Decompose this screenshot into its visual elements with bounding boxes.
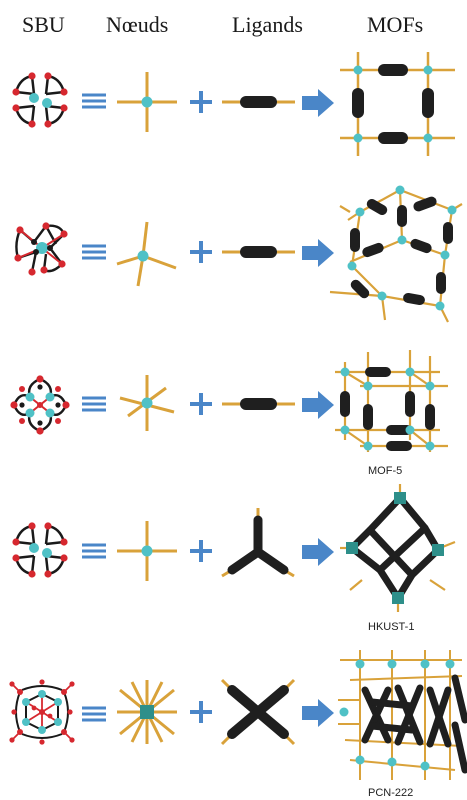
equals-sign: [82, 244, 106, 260]
mof-csq-net: [338, 650, 467, 780]
row-tetratopic: PCN-222: [9, 650, 467, 799]
plus-sign: [190, 701, 212, 723]
row-square: [12, 52, 455, 156]
ligand-tetratopic: [220, 678, 296, 746]
header-mofs: MOFs: [367, 12, 424, 37]
caption-pcn-222: PCN-222: [368, 787, 413, 799]
arrow-icon: [302, 239, 334, 267]
mof-diamond-net: [329, 185, 463, 323]
sbu-paddlewheel: [12, 72, 68, 128]
node-metal-center: [141, 545, 153, 557]
sbu-zn4o-cluster: [10, 375, 70, 435]
header-sbu: SBU: [22, 12, 65, 37]
sbu-tetrahedral-cluster: [14, 222, 68, 276]
ligand-linear: [222, 398, 295, 410]
equals-sign: [82, 93, 106, 109]
arrow-icon: [302, 699, 334, 727]
ligand-linear: [222, 246, 295, 258]
arrow-icon: [302, 538, 334, 566]
mof-cubic-net: [335, 350, 448, 452]
header-nodes: Nœuds: [106, 12, 169, 37]
equals-sign: [82, 706, 106, 722]
node-metal-center: [141, 397, 153, 409]
sbu-paddlewheel: [12, 522, 68, 578]
caption-mof-5: MOF-5: [368, 465, 402, 477]
equals-sign: [82, 543, 106, 559]
row-tritopic: HKUST-1: [12, 484, 456, 633]
plus-sign: [190, 540, 212, 562]
node-metal-center: [137, 250, 149, 262]
plus-sign: [190, 91, 212, 113]
header-ligands: Ligands: [232, 12, 303, 37]
ligand-tritopic: [221, 508, 295, 578]
sbu-zr6-cluster: [9, 679, 75, 745]
plus-sign: [190, 241, 212, 263]
ligand-linear: [222, 96, 295, 108]
arrow-icon: [302, 89, 334, 117]
row-tetrahedral: [14, 185, 463, 323]
arrow-icon: [302, 391, 334, 419]
row-octahedral: MOF-5: [10, 350, 448, 477]
caption-hkust-1: HKUST-1: [368, 621, 414, 633]
equals-sign: [82, 396, 106, 412]
node-metal-center: [141, 96, 153, 108]
mof-square-grid: [340, 52, 455, 156]
column-headers: SBU Nœuds Ligands MOFs: [0, 0, 467, 44]
mof-tbo-net: [340, 484, 456, 612]
plus-sign: [190, 393, 212, 415]
node-metal-center: [140, 705, 154, 719]
